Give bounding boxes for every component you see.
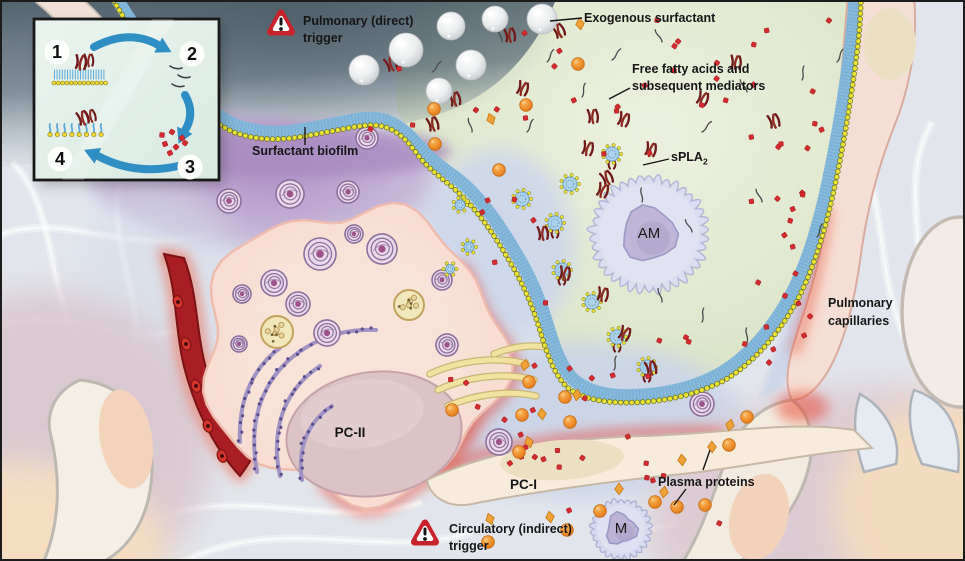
wall-cell-nucleus-right <box>864 8 916 80</box>
surfactant-biofilm-label: Surfactant biofilm <box>252 144 359 158</box>
spla2-label: sPLA2 <box>671 149 708 168</box>
biofilm-phospholipid-heads <box>112 2 863 405</box>
alveolar-macrophage-cell <box>586 174 710 296</box>
septal-nucleus-bottomright <box>728 473 790 559</box>
tissue-oval-right <box>900 215 963 409</box>
pulmonary-trigger-line1: Pulmonary (direct) <box>303 14 414 28</box>
inset-step-4: 4 <box>54 148 65 169</box>
pc1-label: PC-I <box>510 477 537 492</box>
type1-pneumocyte-cell <box>425 425 875 507</box>
inset-cycle-diagram <box>32 17 224 186</box>
alveolar-macrophage-label: AM <box>637 225 661 242</box>
pulmonary-capillaries-label: Pulmonary capillaries <box>828 294 893 330</box>
monocyte-label: M <box>614 520 628 537</box>
mediator-red-dots <box>367 17 833 527</box>
inset-step-3: 3 <box>184 156 195 177</box>
multivesicular-bodies <box>260 289 425 349</box>
pulmonary-trigger-line2: trigger <box>303 31 343 45</box>
pulmonary-capillaries-line1: Pulmonary <box>828 296 893 310</box>
lamellar-bodies <box>216 126 715 456</box>
free-fatty-acids-label: Free fatty acids and subsequent mediator… <box>632 61 765 95</box>
pulmonary-capillary-vessel <box>162 252 256 478</box>
inflammation-glow-corner <box>776 391 828 423</box>
inset-sheen <box>62 19 174 180</box>
inset-step-2: 2 <box>186 43 197 64</box>
surfactant-biofilm-membrane <box>111 2 864 406</box>
fatty-acid-squiggles <box>431 27 844 371</box>
inset-step-circles <box>44 39 205 180</box>
exogenous-surfactant-label: Exogenous surfactant <box>584 11 716 25</box>
exogenous-surfactant-spheres <box>348 3 558 105</box>
spla2-subscript: 2 <box>702 156 708 167</box>
free-fatty-acids-line1: Free fatty acids and <box>632 62 750 76</box>
pc2-label: PC-II <box>334 425 366 440</box>
plasma-proteins-label: Plasma proteins <box>658 475 755 489</box>
tissue-fold-b <box>908 388 960 474</box>
circulatory-trigger-line2: trigger <box>449 539 489 553</box>
plasma-protein-particles <box>427 17 754 549</box>
inset-step-1: 1 <box>51 41 62 62</box>
spla2-base: sPLA <box>671 150 703 164</box>
pulmonary-trigger-label: Pulmonary (direct) trigger <box>303 13 413 47</box>
circulatory-trigger-line1: Circulatory (indirect) <box>449 522 572 536</box>
inset-artwork <box>47 33 195 174</box>
septal-nucleus-left <box>98 389 154 489</box>
free-fatty-acids-line2: subsequent mediators <box>632 79 766 93</box>
pc2-nucleus-highlight <box>300 379 424 449</box>
tissue-fold-a <box>853 392 899 474</box>
pointer-lines <box>304 17 711 506</box>
pulmonary-capillaries-line2: capillaries <box>828 314 890 328</box>
circulatory-trigger-label: Circulatory (indirect) trigger <box>449 521 572 555</box>
red-blood-cells <box>172 295 228 463</box>
pc1-nucleus <box>500 439 624 481</box>
warning-icons <box>267 9 439 546</box>
